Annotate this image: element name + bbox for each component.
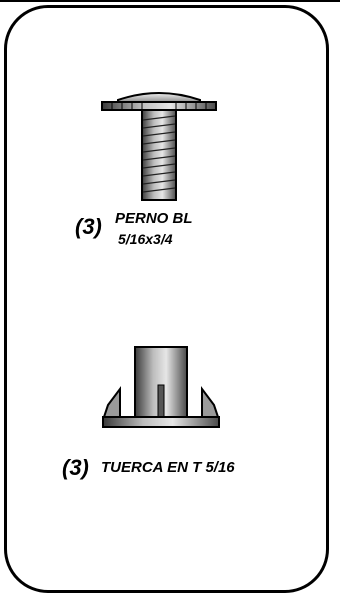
top-border-line [0, 0, 340, 2]
hardware-card [4, 5, 329, 593]
bolt-quantity: (3) [75, 214, 102, 239]
bolt-label: (3) [75, 214, 102, 240]
t-nut-name: TUERCA EN T 5/16 [101, 459, 235, 476]
bolt-icon [101, 92, 217, 201]
t-nut-quantity: (3) [62, 455, 89, 480]
bolt-name: PERNO BL [115, 210, 193, 227]
t-nut-label: (3) [62, 455, 89, 481]
t-nut-icon [102, 346, 220, 428]
bolt-size: 5/16x3/4 [118, 231, 173, 247]
